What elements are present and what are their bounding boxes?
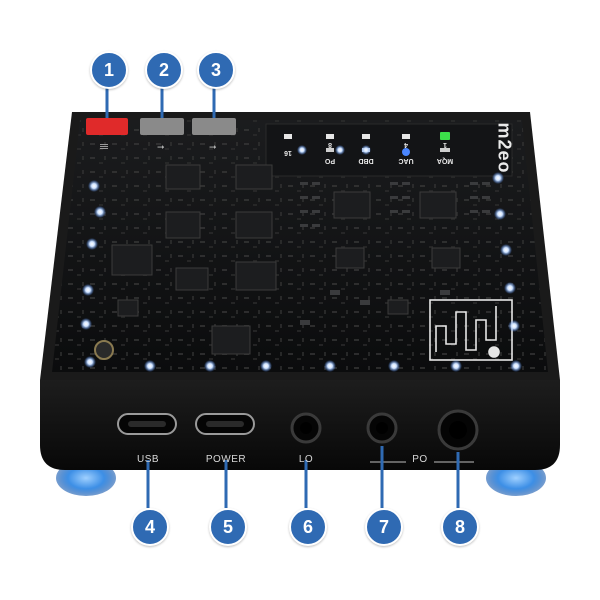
lo-label: LO xyxy=(298,454,314,465)
led-panel xyxy=(265,123,513,177)
led-label-po: PO xyxy=(324,157,336,164)
po-label: PO xyxy=(412,454,428,465)
gray-button-right[interactable] xyxy=(192,118,236,135)
arrow-icon-left: ➞ xyxy=(157,143,165,153)
callout-badge-5: 5 xyxy=(209,508,247,546)
callout-badge-8: 8 xyxy=(441,508,479,546)
led-label-dbd: DBD xyxy=(358,157,374,164)
usb-label: USB xyxy=(136,454,160,465)
capacitor xyxy=(94,340,114,360)
led-sublabel-4: 4 xyxy=(404,141,408,148)
led-sublabel-8: 8 xyxy=(328,141,332,148)
menu-icon xyxy=(100,144,108,149)
callout-badge-3: 3 xyxy=(197,51,235,89)
callout-badge-2: 2 xyxy=(145,51,183,89)
arrow-icon-right: ➞ xyxy=(209,143,217,153)
led-label-mqa: MQA xyxy=(436,157,454,164)
callout-badge-6: 6 xyxy=(289,508,327,546)
callout-lines xyxy=(105,84,460,508)
edge-leds xyxy=(80,145,522,372)
brand-logo: m2eo xyxy=(494,122,515,174)
chips xyxy=(111,164,461,355)
callout-badge-7: 7 xyxy=(365,508,403,546)
gray-button-left[interactable] xyxy=(140,118,184,135)
callout-badge-4: 4 xyxy=(131,508,169,546)
led-label-16: 16 xyxy=(284,149,292,156)
power-label: POWER xyxy=(205,454,247,465)
led-label-uac: UAC xyxy=(398,157,414,164)
callout-badge-1: 1 xyxy=(90,51,128,89)
components xyxy=(300,182,490,325)
status-leds xyxy=(284,132,450,156)
led-sublabel-1: 1 xyxy=(443,141,447,148)
red-button[interactable] xyxy=(86,118,128,135)
